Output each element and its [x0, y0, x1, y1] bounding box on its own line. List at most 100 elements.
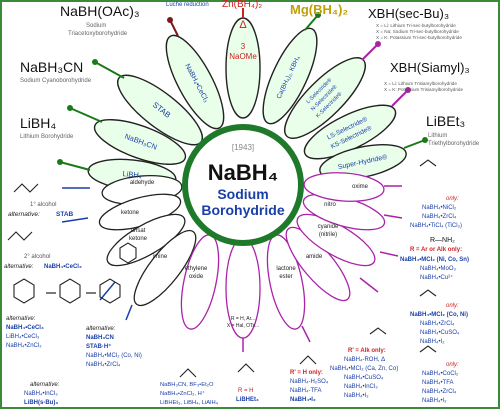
note-only5-line4: NaBH₄•I₂	[422, 398, 447, 404]
petal-naome	[225, 17, 261, 119]
reagent-siamyl-li: X = Li: Lithium Trisiamylborohydride	[384, 81, 457, 86]
sub-lactone-1: lactone	[276, 266, 296, 272]
struct-bottom-alcohol-1	[179, 368, 197, 378]
center-name-2: Borohydride	[201, 202, 284, 218]
reagent-siamyl-k: X = K: Potassium Trisiamylborohydride	[384, 87, 463, 92]
note-only4-line3: NaBH₄•CuSO₄	[344, 375, 384, 381]
stem-siamyl	[391, 89, 409, 107]
stem-stab	[94, 61, 125, 79]
reagent-nabhoac3-sub2: Triacetoxyborohydride	[68, 31, 128, 37]
dot-selectride	[375, 41, 381, 47]
note-bottom-col1-line2: NaBH₄•ZnCl₂, H⁺	[160, 390, 205, 397]
stem-lactone	[301, 325, 311, 343]
note-ralk: R' = Alk only:	[348, 348, 386, 354]
note-only3-line3: NaBH₄•CuSO₄	[420, 330, 460, 336]
note-bottom-col1-line3: LiBHEt₃, LiBH₄, LiAlH₄	[160, 400, 219, 406]
petal-amide	[285, 226, 351, 302]
reagent-secbu-li: X = Li: Lithium Tri-sec-butylborohydride	[376, 23, 456, 28]
reagent-secbu-na: X = Na: Sodium Tri-sec-butylborohydride	[376, 29, 459, 34]
sub-nitrile-1: cyanide	[318, 224, 339, 230]
reagent-siamyl: XBH(Siamyl)₃	[390, 60, 470, 75]
center-year: [1943]	[232, 143, 254, 152]
reagent-libh4: LiBH₄	[20, 115, 56, 131]
note-only2-line2: NaBH₄•MoO₃	[420, 266, 457, 272]
sub-nitro: nitro	[324, 202, 336, 208]
note-only3: only:	[446, 303, 459, 309]
sub-amide: amide	[306, 254, 323, 260]
dot-stab	[92, 59, 98, 65]
petal-cecl3	[165, 34, 225, 130]
stem-cabh4	[304, 14, 319, 31]
note-secondary-alcohol: 2° alcohol	[24, 254, 50, 260]
struct-bottom-alcohol-2	[237, 363, 255, 373]
stem-nitro	[383, 214, 403, 219]
reagent-mg: Mg(BH₄)₂	[290, 2, 348, 17]
stem-amide	[359, 277, 379, 293]
note-alt4-label: alternative:	[86, 326, 116, 332]
note-only1: only:	[446, 196, 459, 202]
note-bottom-col3-line1: NaBH₄-H₂SO₄	[290, 379, 329, 385]
reagent-libet3: LiBEt₃	[426, 113, 465, 129]
sub-imine: imine	[153, 254, 168, 260]
petal-libh4-label: LiBH₄	[122, 169, 142, 180]
sub-ketone: ketone	[121, 210, 140, 216]
sub-epoxide-2: oxide	[189, 274, 204, 280]
struct-ring-3	[99, 278, 121, 304]
note-only5: only:	[446, 362, 459, 368]
sub-halide-2: X = Hal, OTs...	[227, 323, 259, 329]
note-only4-line4: NaBH₄•InCl₃	[344, 384, 378, 390]
dot-cecl3	[167, 17, 173, 23]
struct-amine-4	[419, 345, 437, 353]
center-formula: NaBH₄	[208, 160, 278, 185]
note-only3-line2: NaBH₄•ZrCl₄	[420, 321, 455, 327]
dot-libet3	[422, 137, 428, 143]
sub-nitrile-2: (nitrile)	[319, 232, 337, 238]
reagent-nabh3cn-sub: Sodium Cyanoborohydride	[20, 78, 92, 84]
note-alt2-value: NaBH₄•CeCl₃	[44, 264, 82, 270]
note-alt4-line4: NaBH₄•ZrCl₄	[86, 362, 121, 368]
note-bottom-col3-line2: NaBH₄-TFA	[290, 388, 321, 394]
note-alt3-label: alternative:	[6, 316, 36, 322]
note-alt3-line2: LiBH₄•CeCl₃	[6, 334, 40, 340]
note-alt3-line1: NaBH₄•CeCl₃	[6, 325, 44, 331]
note-bottom-col2-a: R = H	[238, 388, 254, 394]
luche-label: Luche reduction	[166, 2, 209, 8]
struct-ring-2	[59, 278, 81, 304]
stem-selectride	[361, 43, 379, 61]
note-only5-line1: NaBH₄•CoCl₂	[422, 371, 459, 377]
note-only4-line2: NaBH₄•MCl₂ (Ca, Zn, Co)	[330, 366, 398, 372]
note-alt3-line3: NaBH₄•ZnCl₂	[6, 343, 42, 349]
note-alt4-line3: NaBH₄•MCl₂ (Co, Ni)	[86, 353, 142, 359]
note-alt1-label: alternative:	[8, 211, 40, 218]
struct-amine-3	[369, 327, 387, 335]
center-circle	[182, 124, 304, 246]
reagent-secbu: XBH(sec-Bu)₃	[368, 6, 449, 21]
structure-sketches	[7, 159, 437, 378]
struct-secondary-alcohol	[7, 231, 33, 241]
sub-epoxide-1: ethylene	[185, 266, 208, 272]
stem-nitrile	[379, 251, 399, 257]
petal-delta: Δ	[239, 19, 247, 31]
note-only1-line3: NaBH₄•TiCl₄ (TiCl₃)	[410, 223, 462, 229]
note-only4-line5: NaBH₄•I₂	[344, 393, 369, 399]
sub-unsat-1: unsat	[131, 228, 146, 234]
note-alt5-line2: LiBH(s-Bu)₃	[24, 400, 58, 406]
struct-enone	[119, 242, 137, 264]
bottom-stems	[61, 185, 403, 352]
struct-primary-alcohol	[13, 183, 39, 193]
note-only1-line1: NaBH₄•NiCl₂	[422, 205, 457, 211]
struct-amine-2	[419, 289, 437, 297]
note-only4-line1: NaBH₄-ROH, Δ	[344, 357, 385, 363]
stem-dots	[57, 12, 428, 165]
struct-ring-1	[13, 278, 35, 304]
dot-cabh4	[315, 12, 321, 18]
note-r-ar: R = Ar or Alk only:	[410, 247, 462, 253]
note-only1-line2: NaBH₄•ZrCl₄	[422, 214, 457, 220]
reagent-zn: Zn(BH₄)₂	[222, 0, 262, 10]
note-bottom-col1-line1: NaBH₃CN, BF₃•Et₂O	[160, 382, 214, 388]
sub-oxime: oxime	[352, 184, 369, 190]
reagent-nabh3cn: NaBH₃CN	[20, 59, 83, 75]
